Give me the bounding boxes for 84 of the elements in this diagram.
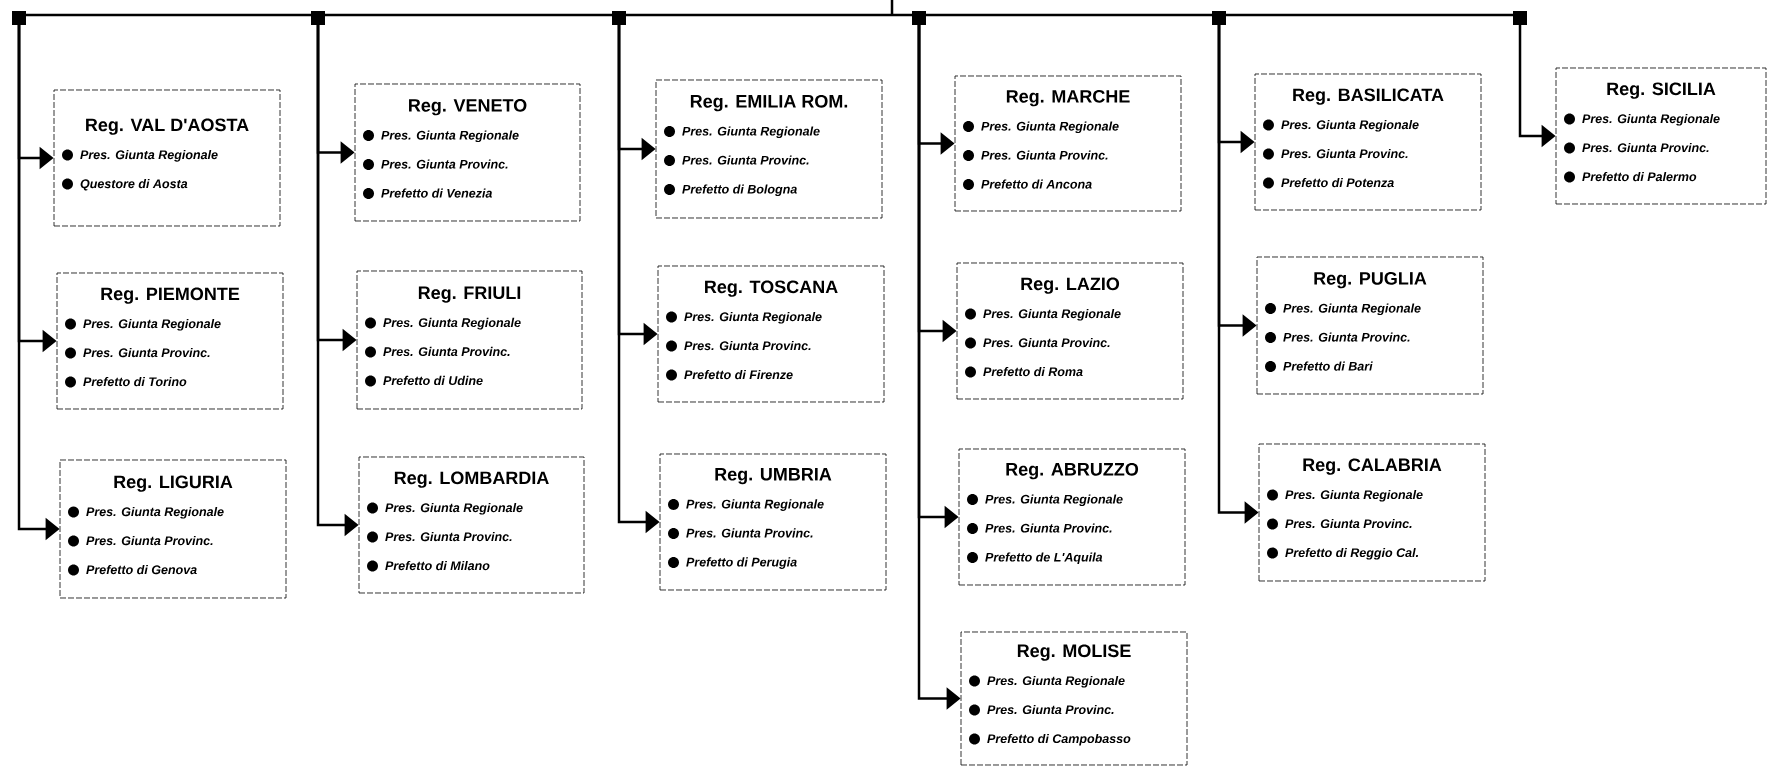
region-heading: Reg. UMBRIA: [715, 468, 832, 485]
region-box: [56, 272, 284, 410]
bullet-item: Pres. Giunta Regionale: [965, 308, 1121, 321]
bullet-item: Pres. Giunta Regionale: [1263, 119, 1419, 132]
region-heading: Reg. EMILIA ROM.: [690, 94, 848, 112]
region-box: [958, 448, 1186, 586]
region-box: [954, 75, 1182, 212]
bullet-item: Prefetto de L'Aquila: [967, 552, 1103, 565]
bullet-item: Prefetto di Campobasso: [969, 733, 1131, 746]
bullet-item: Pres. Giunta Regionale: [664, 126, 820, 139]
region-heading: Reg. VAL D'AOSTA: [86, 118, 249, 135]
bullet-item: Prefetto di Genova: [68, 564, 197, 576]
bullet-item: Pres. Giunta Regionale: [68, 506, 224, 519]
region-heading: Reg. FRIULI: [418, 286, 521, 303]
region-heading: Reg. VENETO: [409, 98, 527, 116]
region-heading: Reg. LAZIO: [1021, 277, 1120, 294]
region-box: [1256, 256, 1484, 395]
region-heading: Reg. SICILIA: [1607, 82, 1716, 99]
bullet-item: Pres. Giunta Provinc.: [68, 535, 213, 547]
bullet-item: Pres. Giunta Provinc.: [668, 527, 813, 539]
region-box: [358, 456, 585, 594]
region-box: [657, 265, 885, 403]
bullet-item: Pres. Giunta Provinc.: [1564, 142, 1709, 154]
region-heading: Reg. MOLISE: [1017, 644, 1131, 661]
bullet-item: Prefetto di Palermo: [1564, 171, 1697, 183]
bullet-item: Pres. Giunta Provinc.: [367, 531, 512, 543]
bullet-item: Prefetto di Reggio Cal.: [1267, 547, 1418, 560]
bullet-item: Pres. Giunta Provinc.: [1265, 332, 1410, 344]
region-heading: Reg. ABRUZZO: [1006, 462, 1139, 480]
bullet-item: Pres. Giunta Regionale: [363, 130, 519, 143]
region-heading: Reg. PUGLIA: [1314, 271, 1427, 289]
bullet-item: Pres. Giunta Provinc.: [664, 155, 809, 166]
region-heading: Reg. PIEMONTE: [101, 287, 240, 304]
bullet-item: Pres. Giunta Provinc.: [65, 347, 210, 359]
region-box: [53, 89, 281, 227]
bullet-item: Pres. Giunta Regionale: [967, 494, 1123, 507]
bullet-item: Pres. Giunta Regionale: [1564, 113, 1720, 126]
bullet-item: Pres. Giunta Regionale: [62, 149, 218, 162]
bullet-item: Questore di Aosta: [62, 178, 188, 191]
region-box: [655, 79, 883, 219]
region-heading: Reg. TOSCANA: [705, 280, 838, 297]
region-heading: Reg. LIGURIA: [114, 475, 233, 492]
bullet-item: Prefetto di Potenza: [1263, 177, 1394, 189]
bullet-item: Pres. Giunta Regionale: [65, 318, 221, 331]
bullet-item: Pres. Giunta Regionale: [1265, 303, 1421, 316]
bullet-item: Pres. Giunta Provinc.: [365, 346, 510, 358]
bullet-item: Pres. Giunta Provinc.: [967, 523, 1112, 534]
region-heading: Reg. MARCHE: [1006, 89, 1130, 107]
bullet-item: Pres. Giunta Provinc.: [969, 704, 1114, 716]
bullet-item: Pres. Giunta Provinc.: [363, 159, 508, 171]
bullet-item: Prefetto di Venezia: [363, 188, 492, 200]
bullet-item: Pres. Giunta Regionale: [666, 311, 822, 324]
region-heading: Reg. BASILICATA: [1293, 88, 1444, 105]
region-box: [356, 270, 583, 410]
bullet-item: Prefetto di Ancona: [963, 179, 1092, 191]
bullet-item: Pres. Giunta Regionale: [668, 498, 824, 511]
region-box: [960, 631, 1188, 766]
bullet-item: Prefetto di Bari: [1265, 361, 1373, 373]
bullet-item: Pres. Giunta Provinc.: [666, 340, 811, 352]
bullet-item: Prefetto di Roma: [965, 366, 1083, 378]
region-box: [1555, 67, 1767, 205]
bullet-item: Pres. Giunta Provinc.: [1263, 148, 1408, 160]
bullet-item: Pres. Giunta Regionale: [1267, 489, 1423, 502]
region-heading: Reg. LOMBARDIA: [394, 471, 549, 488]
bullet-item: Pres. Giunta Regionale: [367, 502, 523, 515]
bullet-item: Pres. Giunta Provinc.: [1267, 518, 1412, 530]
bullet-item: Prefetto di Perugia: [668, 556, 797, 569]
bullet-item: Prefetto di Torino: [65, 376, 187, 388]
bullet-item: Prefetto di Udine: [365, 375, 483, 387]
bullet-item: Pres. Giunta Provinc.: [963, 150, 1108, 162]
bullet-item: Pres. Giunta Regionale: [969, 675, 1125, 688]
region-box: [354, 83, 581, 222]
bullet-item: Pres. Giunta Provinc.: [965, 337, 1110, 349]
region-box: [956, 262, 1184, 400]
bullet-item: Pres. Giunta Regionale: [963, 121, 1119, 134]
bullet-item: Prefetto di Bologna: [664, 184, 797, 197]
bullet-item: Prefetto di Milano: [367, 560, 490, 572]
region-box: [659, 453, 887, 591]
region-box: [59, 459, 287, 599]
region-box: [1258, 443, 1486, 582]
bullet-item: Prefetto di Firenze: [666, 369, 793, 381]
region-heading: Reg. CALABRIA: [1303, 458, 1442, 475]
region-box: [1254, 73, 1482, 211]
bullet-item: Pres. Giunta Regionale: [365, 317, 521, 330]
